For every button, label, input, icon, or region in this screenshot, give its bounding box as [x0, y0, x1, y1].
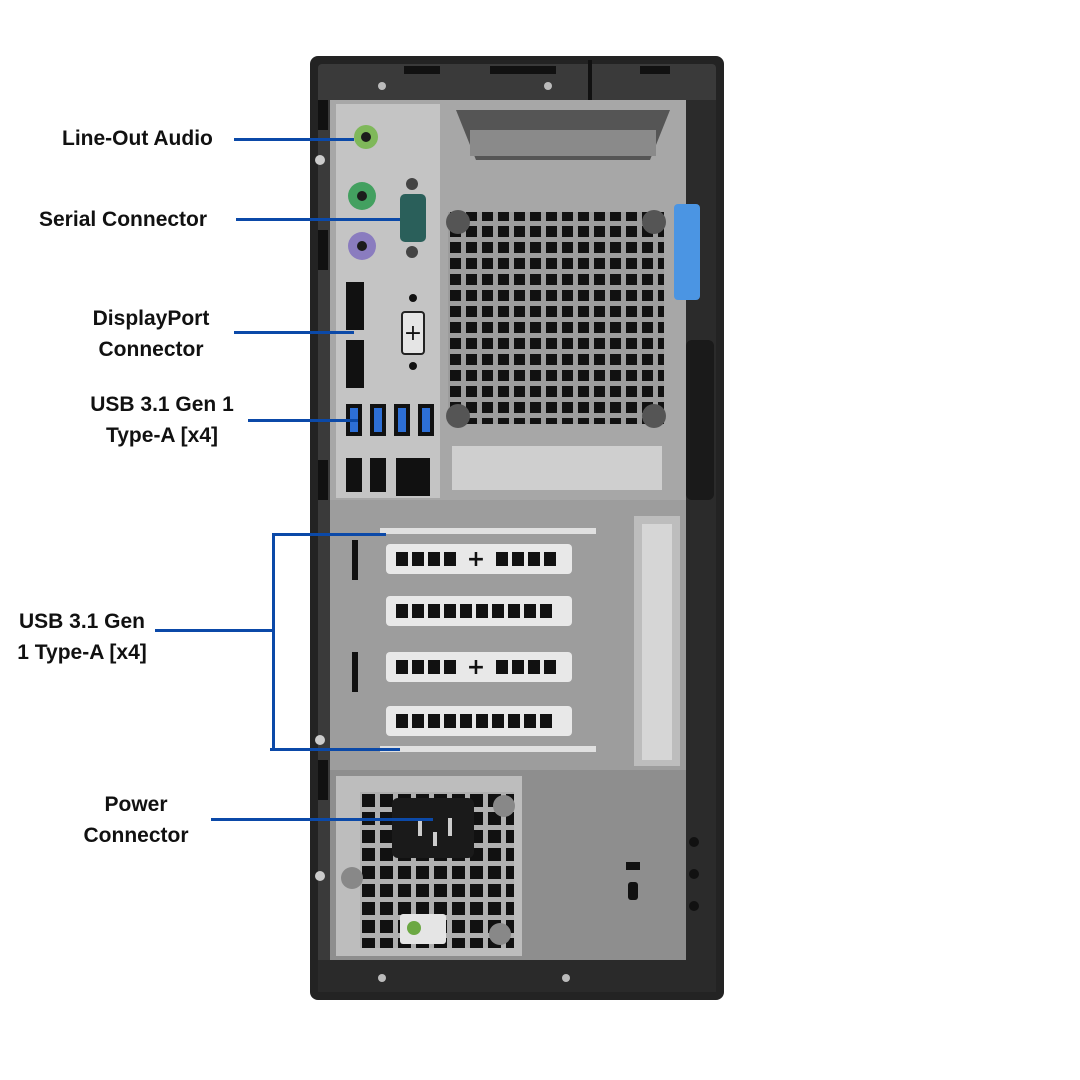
serial-port — [400, 194, 426, 242]
callout-usb-bottom-bracket — [272, 533, 275, 751]
callout-usb-bottom-h — [155, 629, 273, 632]
expansion-slot-3 — [386, 652, 572, 682]
cover-latch — [674, 204, 700, 300]
callout-power — [211, 818, 433, 821]
label-line-out-audio: Line-Out Audio — [62, 127, 213, 150]
callout-serial — [236, 218, 400, 221]
power-connector — [392, 798, 474, 858]
svg-text:+: + — [404, 321, 422, 346]
callout-displayport — [234, 331, 354, 334]
label-power-connector: Power Connector — [83, 793, 189, 847]
callout-line-out — [234, 138, 354, 141]
expansion-slot-1 — [386, 544, 572, 574]
displayport-2 — [346, 340, 364, 388]
label-usb-top: USB 3.1 Gen 1 Type-A [x4] — [90, 393, 234, 447]
label-displayport-connector: DisplayPort Connector — [92, 307, 210, 361]
label-serial-connector: Serial Connector — [39, 208, 208, 231]
label-usb-bottom: USB 3.1 Gen 1 Type-A [x4] — [17, 610, 147, 664]
ethernet-port — [396, 458, 430, 496]
svg-text:+: + — [467, 655, 485, 680]
svg-text:+: + — [467, 547, 485, 572]
callout-usb-top — [248, 419, 358, 422]
callout-usb-bottom-bottom-arm — [270, 748, 400, 751]
fan-grill — [448, 212, 664, 424]
callout-usb-bottom-top-arm — [272, 533, 386, 536]
displayport-1 — [346, 282, 364, 330]
